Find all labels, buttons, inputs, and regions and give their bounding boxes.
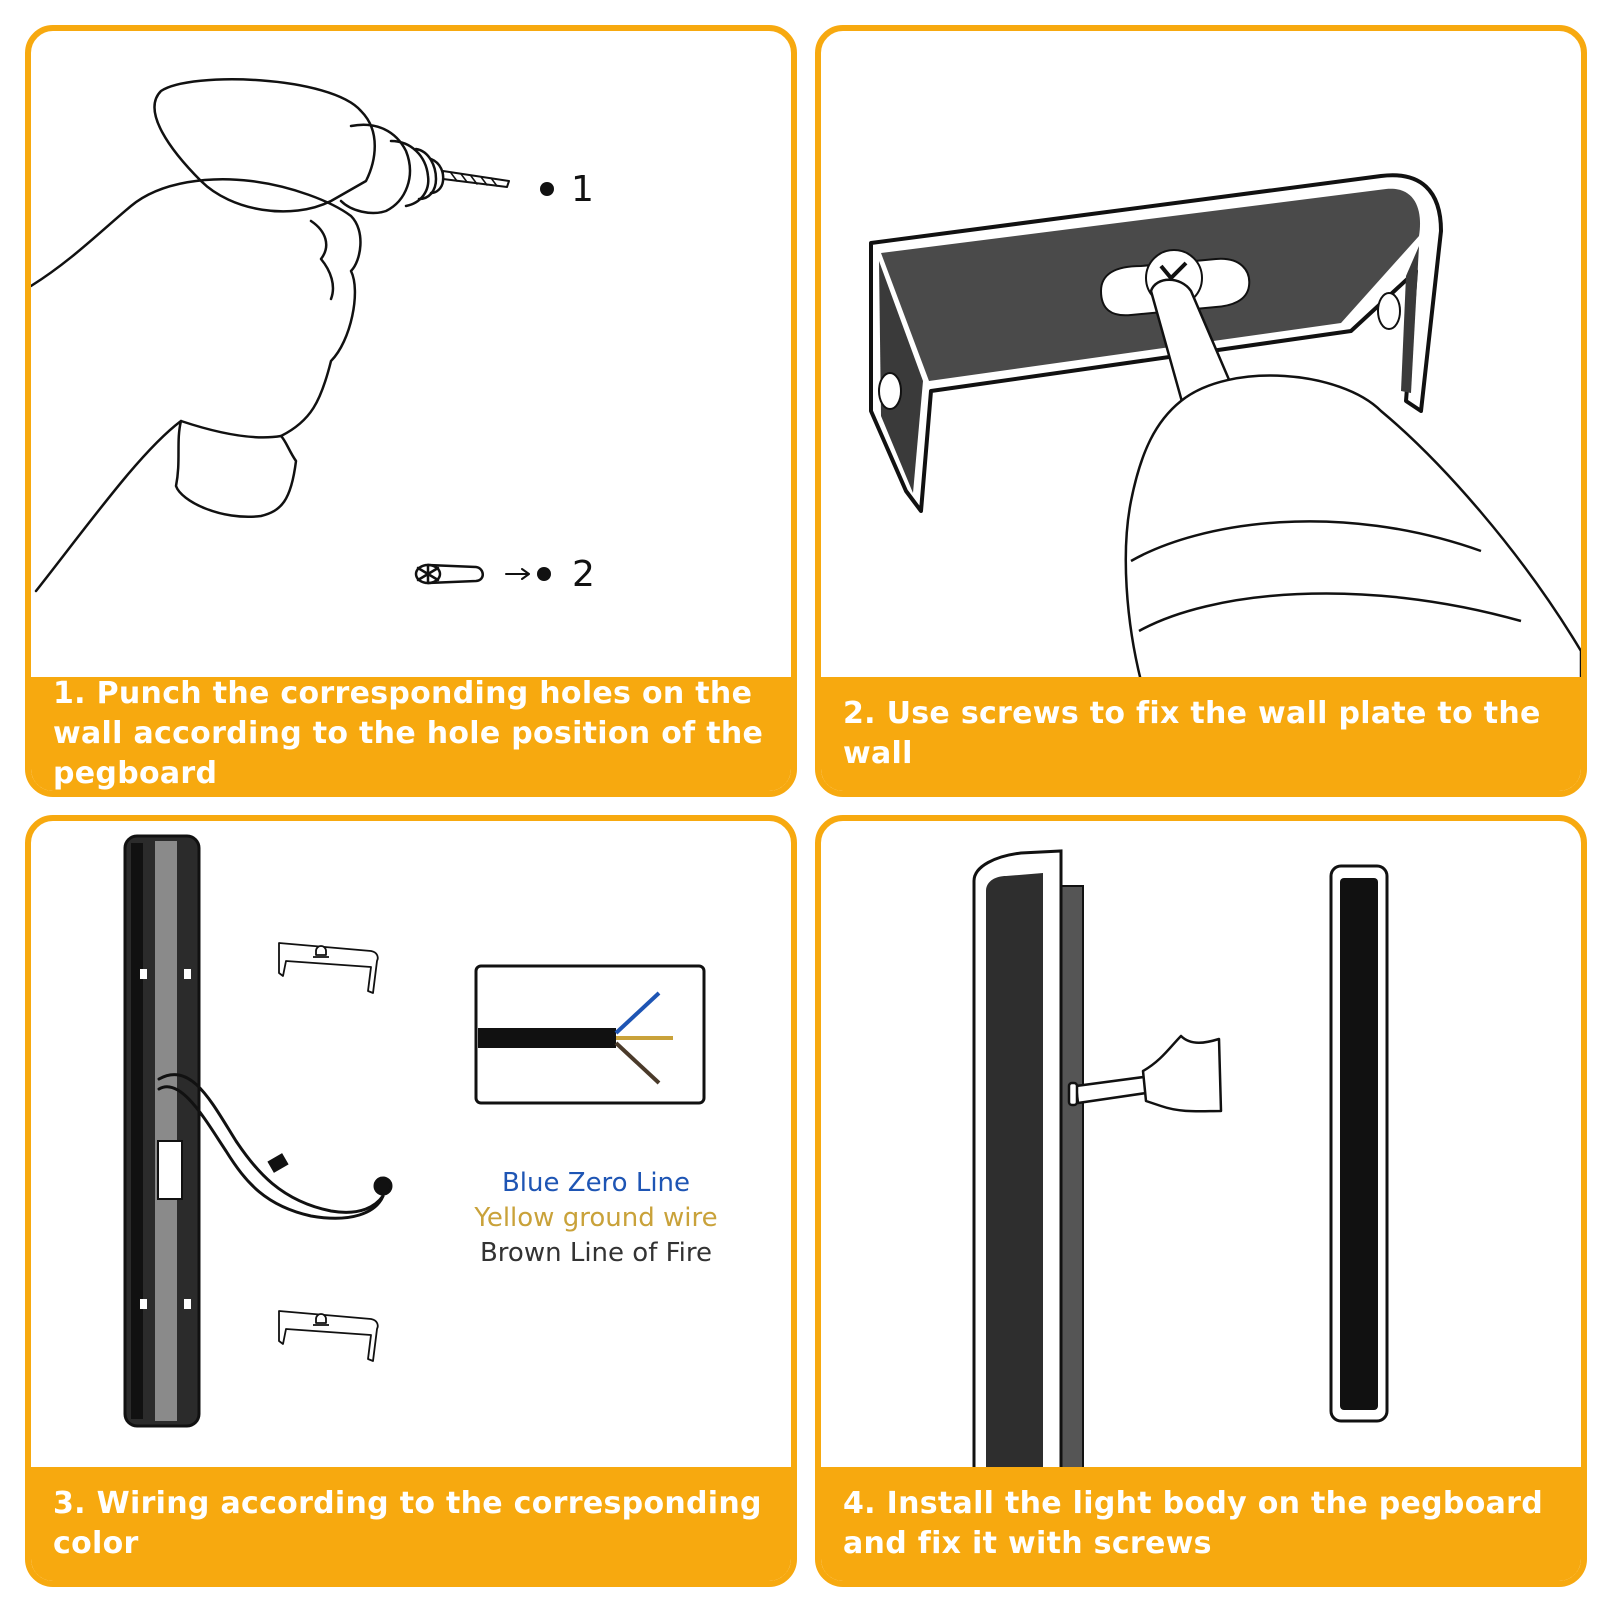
drill-hand-illustration: 1 2 (31, 78, 595, 595)
blue-wire-label: Blue Zero Line (501, 1168, 691, 1198)
step-3-caption: 3. Wiring according to the corresponding… (31, 1467, 791, 1581)
wall-bracket-icon (869, 173, 1443, 513)
step-4-panel: 4. Install the light body on the pegboar… (815, 815, 1587, 1587)
wire-diagram-icon (474, 964, 706, 1105)
step-1-panel: 1 2 1. Punch the corresponding holes on … (25, 25, 797, 797)
yellow-wire-label: Yellow ground wire (474, 1203, 718, 1233)
step-1-caption: 1. Punch the corresponding holes on the … (31, 676, 791, 791)
wall-bracket-icon (278, 942, 379, 1362)
step-3-panel: Blue Zero Line Yellow ground wire Brown … (25, 815, 797, 1587)
hole-label-1: 1 (571, 169, 594, 210)
wire-color-legend: Blue Zero Line Yellow ground wire Brown … (446, 1166, 746, 1271)
hole-marker-2 (537, 567, 551, 581)
wiring-illustration (123, 834, 706, 1428)
step-4-caption: 4. Install the light body on the pegboar… (821, 1467, 1581, 1581)
cable-icon (157, 1073, 393, 1220)
light-panel-icon (1329, 864, 1389, 1423)
hole-label-2: 2 (572, 554, 595, 595)
step-2-panel: 2. Use screws to fix the wall plate to t… (815, 25, 1587, 797)
step-2-caption: 2. Use screws to fix the wall plate to t… (821, 677, 1581, 791)
hand-icon (31, 178, 362, 593)
mount-light-illustration (972, 849, 1389, 1471)
screwdriver-icon (1067, 1034, 1223, 1113)
wall-anchor-icon (414, 563, 530, 585)
bracket-screwdriver-illustration (869, 173, 1581, 681)
light-fixture-icon (123, 834, 201, 1428)
light-fixture-icon (972, 849, 1084, 1471)
brown-wire-label: Brown Line of Fire (479, 1238, 713, 1268)
hole-marker-1 (540, 182, 554, 196)
drill-icon (153, 78, 510, 215)
screwdriver-icon (1124, 278, 1581, 681)
